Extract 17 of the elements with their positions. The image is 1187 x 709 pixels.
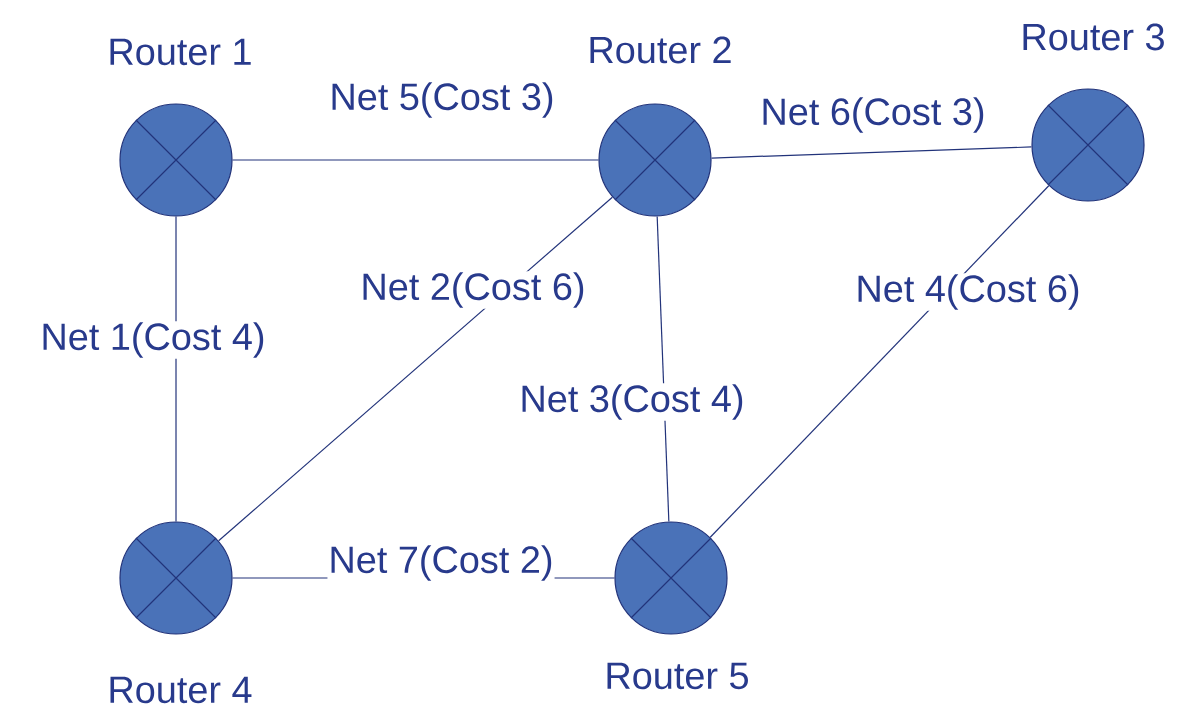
edge-label: Net 7(Cost 2) (327, 544, 555, 582)
node-label: Router 1 (110, 38, 251, 66)
link-line (232, 159, 599, 161)
edge-label: Net 1(Cost 4) (39, 321, 267, 359)
node-label: Router 4 (110, 676, 252, 704)
edge-label: Net 4(Cost 6) (854, 273, 1082, 311)
link-line (218, 196, 613, 542)
edge-label: Net 6(Cost 3) (759, 96, 987, 134)
node-label: Router 5 (607, 662, 748, 690)
node-label: Router 2 (590, 36, 731, 64)
link-line (175, 216, 177, 522)
link-line (709, 185, 1050, 538)
edge-label: Net 2(Cost 6) (359, 271, 587, 309)
edge-label: Net 3(Cost 4) (518, 383, 746, 421)
node-label: Router 3 (1023, 23, 1164, 51)
link-line (710, 146, 1033, 159)
edge-label: Net 5(Cost 3) (328, 81, 556, 119)
